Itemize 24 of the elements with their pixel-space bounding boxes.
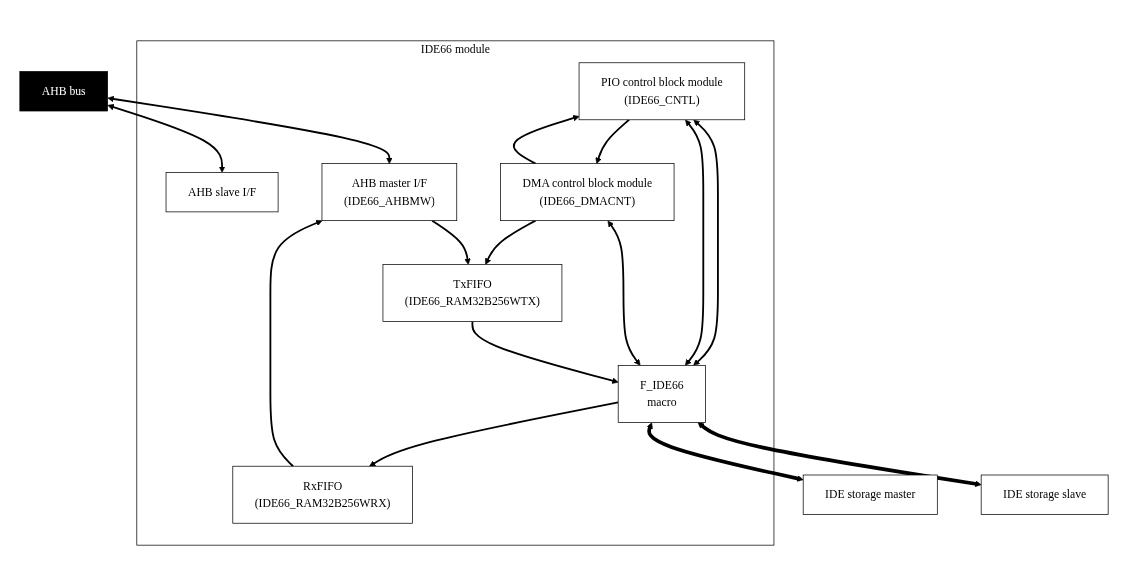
arrow (268, 219, 322, 468)
arrow (484, 219, 536, 265)
arrow (594, 118, 630, 164)
node-box: IDE storage slave (980, 474, 1108, 515)
node-box: AHB slave I/F (165, 172, 278, 213)
arrow (430, 219, 471, 265)
arrow (646, 422, 803, 482)
node-box: IDE storage master (802, 474, 938, 515)
node-box: RxFIFO (IDE66_RAM32B256WRX) (231, 465, 413, 524)
arrow (471, 320, 618, 384)
arrow (107, 95, 393, 164)
node-box: DMA control block module (IDE66_DMACNT) (499, 163, 674, 221)
node-box: F_IDE66 macro (617, 365, 706, 423)
arrow (107, 104, 225, 173)
arrow (684, 119, 704, 366)
arrow (512, 115, 579, 165)
arrow (692, 119, 719, 366)
node-box: AHB master I/F (IDE66_AHBMW) (321, 163, 457, 221)
node-box: AHB bus (19, 71, 108, 112)
node-box: TxFIFO (IDE66_RAM32B256WTX) (382, 264, 562, 322)
node-box: PIO control block module (IDE66_CNTL) (578, 62, 745, 121)
arrow (697, 422, 981, 487)
arrow (368, 401, 619, 467)
arrow (607, 220, 640, 366)
